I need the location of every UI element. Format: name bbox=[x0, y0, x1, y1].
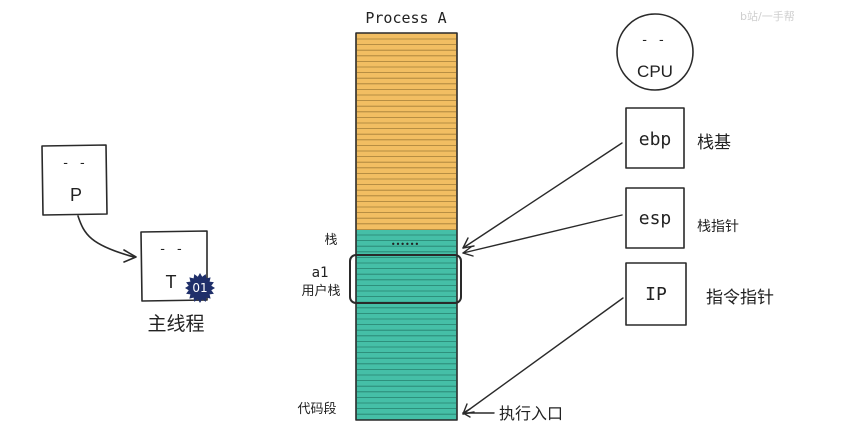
register-ebp-box bbox=[625, 107, 685, 169]
ip-pointer-arrow bbox=[462, 297, 624, 415]
a1-label: a1 bbox=[312, 265, 329, 281]
stack-region bbox=[356, 33, 457, 230]
stack-dots: •••••• bbox=[391, 240, 419, 249]
process-box: - - P bbox=[41, 144, 108, 216]
register-ebp-name: ebp bbox=[639, 129, 672, 150]
register-esp-box bbox=[625, 187, 685, 249]
process-title: Process A bbox=[365, 9, 446, 27]
register-ip-desc: 指令指针 bbox=[706, 288, 774, 308]
thread-label: T bbox=[166, 272, 177, 292]
spawn-arrow-head bbox=[123, 249, 137, 263]
memory-column-border bbox=[355, 32, 458, 421]
register-esp: esp 栈指针 bbox=[625, 187, 739, 249]
watermark: b站/一手帮 bbox=[740, 9, 795, 23]
process-face: - - bbox=[63, 156, 89, 171]
esp-pointer-arrow-head bbox=[462, 246, 474, 257]
code-segment-label: 代码段 bbox=[297, 402, 336, 417]
thread-badge-seal bbox=[185, 273, 215, 303]
cpu-face: - - bbox=[642, 33, 668, 48]
thread-box-outline bbox=[140, 230, 208, 302]
thread-face: - - bbox=[160, 242, 186, 257]
entry-label: 执行入口 bbox=[499, 404, 563, 423]
esp-pointer-arrow bbox=[462, 214, 623, 254]
register-ip-name: IP bbox=[645, 284, 667, 305]
cpu-group: - - CPU bbox=[616, 13, 694, 91]
register-ebp: ebp 栈基 bbox=[625, 107, 731, 169]
a1-frame-highlight bbox=[349, 254, 462, 304]
ebp-pointer-arrow bbox=[462, 142, 623, 249]
register-esp-desc: 栈指针 bbox=[697, 219, 739, 235]
register-ip-box bbox=[625, 262, 687, 326]
memory-lines bbox=[357, 38, 456, 421]
cpu-label: CPU bbox=[637, 62, 673, 81]
register-ebp-desc: 栈基 bbox=[697, 133, 731, 153]
user-stack-label: 用户栈 bbox=[301, 283, 340, 299]
thread-box: - - T bbox=[140, 230, 208, 302]
stack-label: 栈 bbox=[324, 233, 337, 248]
register-esp-name: esp bbox=[639, 208, 672, 229]
process-box-outline bbox=[41, 144, 108, 216]
spawn-arrow bbox=[77, 215, 135, 258]
thread-caption: 主线程 bbox=[147, 313, 204, 335]
register-ip: IP 指令指针 bbox=[625, 262, 774, 326]
thread-badge-number: 01 bbox=[192, 281, 207, 295]
thread-badge: 01 bbox=[185, 273, 215, 303]
memory-column bbox=[349, 32, 462, 421]
cpu-circle bbox=[616, 13, 694, 91]
process-label: P bbox=[70, 185, 82, 205]
entry-arrow-head bbox=[462, 408, 471, 418]
